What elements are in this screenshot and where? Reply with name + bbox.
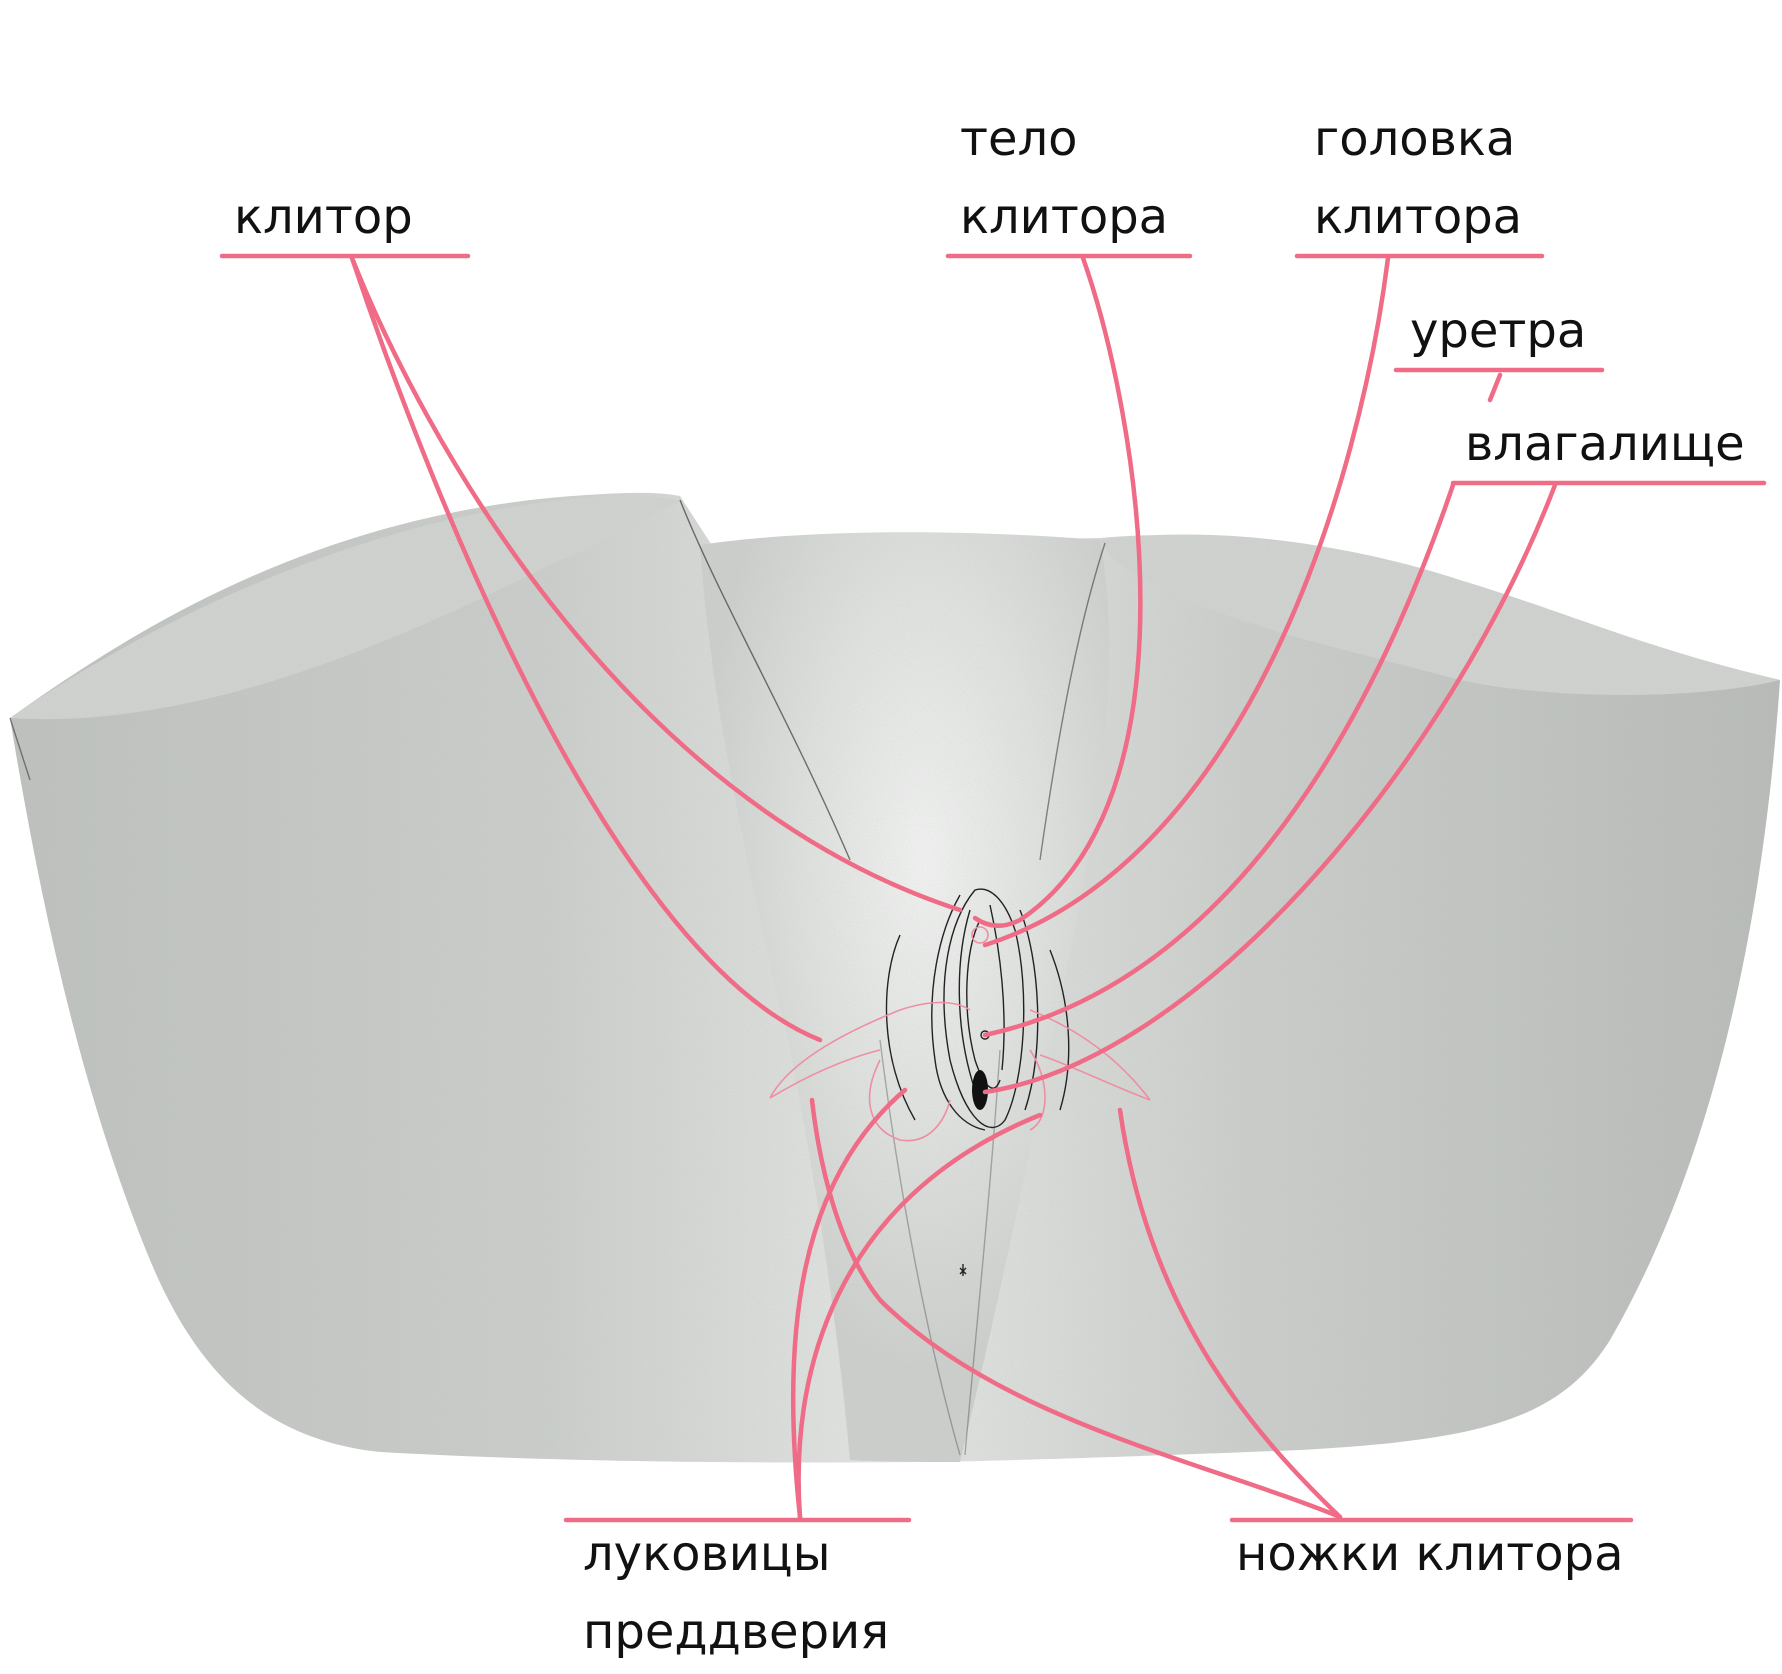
label-body-line1: тело [960, 111, 1078, 167]
urethra-leader [982, 482, 1456, 1038]
clitoris-leader-a [349, 255, 963, 913]
body-leader [972, 255, 1143, 928]
label-bulbs-line1: луковицы [583, 1526, 831, 1582]
perineum-region [700, 532, 1110, 1462]
label-clitoris-glans: головка клитора [1314, 100, 1522, 256]
label-crura-text: ножки клитора [1236, 1526, 1624, 1582]
vulva-drawing [885, 888, 1070, 1276]
glans-leader [982, 255, 1391, 948]
clitoris-leader-b [349, 255, 823, 1043]
bulbs-leader-a [796, 1112, 1043, 1520]
label-urethra: уретра [1410, 292, 1586, 370]
label-body-line2: клитора [960, 189, 1169, 245]
label-glans-line2: клитора [1314, 189, 1523, 245]
vagina-leader [982, 482, 1558, 1095]
label-glans-line1: головка [1314, 111, 1516, 167]
label-bulbs-line2: преддверия [583, 1604, 890, 1660]
right-thigh-cut [1100, 534, 1780, 695]
body-contours [9, 499, 1106, 1456]
leader-lines [219, 253, 1767, 1523]
urethra-leader-stub [1487, 372, 1503, 403]
label-vagina: влагалище [1465, 405, 1745, 483]
label-urethra-text: уретра [1410, 303, 1587, 359]
bulbs-leader-b [790, 1087, 908, 1520]
label-clitoris-body: тело клитора [960, 100, 1168, 256]
label-clitoral-crura: ножки клитора [1236, 1515, 1624, 1593]
label-vestibular-bulbs: луковицы преддверия [583, 1515, 889, 1671]
vaginal-opening [972, 1070, 988, 1110]
crura-leader-b [1117, 1107, 1343, 1520]
crura-leader-a [809, 1097, 1343, 1520]
label-clitoris-text: клитор [234, 189, 413, 245]
label-clitoris: клитор [234, 178, 413, 256]
label-vagina-text: влагалище [1465, 416, 1745, 472]
